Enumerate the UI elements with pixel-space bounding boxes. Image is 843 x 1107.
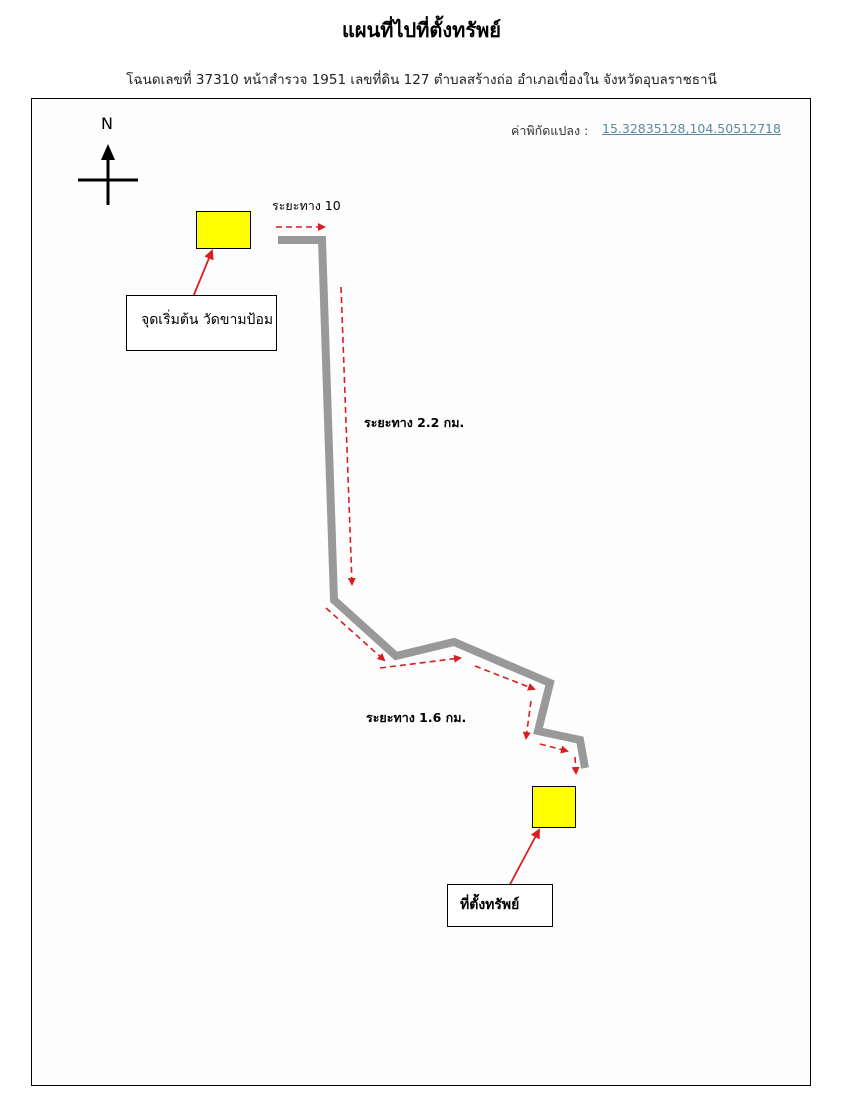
start-callout: จุดเริ่มต้น วัดขามป้อม — [126, 295, 277, 351]
direction-arrows — [276, 223, 580, 775]
start-pointer-arrow — [192, 249, 214, 298]
direction-arrow — [379, 654, 462, 669]
map-frame — [31, 98, 811, 1086]
coordinates-link[interactable]: 15.32835128,104.50512718 — [602, 121, 781, 136]
distance-label-1: ระยะทาง 10 — [272, 198, 341, 213]
destination-marker — [532, 786, 576, 828]
distance-label-2: ระยะทาง 2.2 กม. — [364, 415, 465, 430]
deed-info: โฉนดเลขที่ 37310 หน้าสำรวจ 1951 เลขที่ดิ… — [126, 72, 717, 88]
coordinates-label: ค่าพิกัดแปลง : — [511, 123, 589, 138]
direction-arrow — [325, 607, 386, 662]
road-path — [278, 236, 589, 769]
north-label: N — [101, 114, 113, 133]
destination-callout: ที่ตั้งทรัพย์ — [447, 884, 553, 927]
start-marker — [196, 211, 251, 249]
direction-arrow — [522, 700, 532, 740]
destination-callout-label: ที่ตั้งทรัพย์ — [460, 897, 520, 913]
distance-label-3: ระยะทาง 1.6 กม. — [366, 710, 467, 725]
direction-arrow — [340, 286, 356, 586]
direction-arrow — [539, 743, 569, 754]
direction-arrow — [571, 756, 580, 775]
north-arrow-icon — [78, 144, 138, 205]
start-callout-label: จุดเริ่มต้น วัดขามป้อม — [141, 312, 274, 328]
destination-pointer-arrow — [506, 828, 540, 891]
direction-arrow — [474, 665, 536, 691]
map-title: แผนที่ไปที่ตั้งทรัพย์ — [342, 18, 501, 42]
